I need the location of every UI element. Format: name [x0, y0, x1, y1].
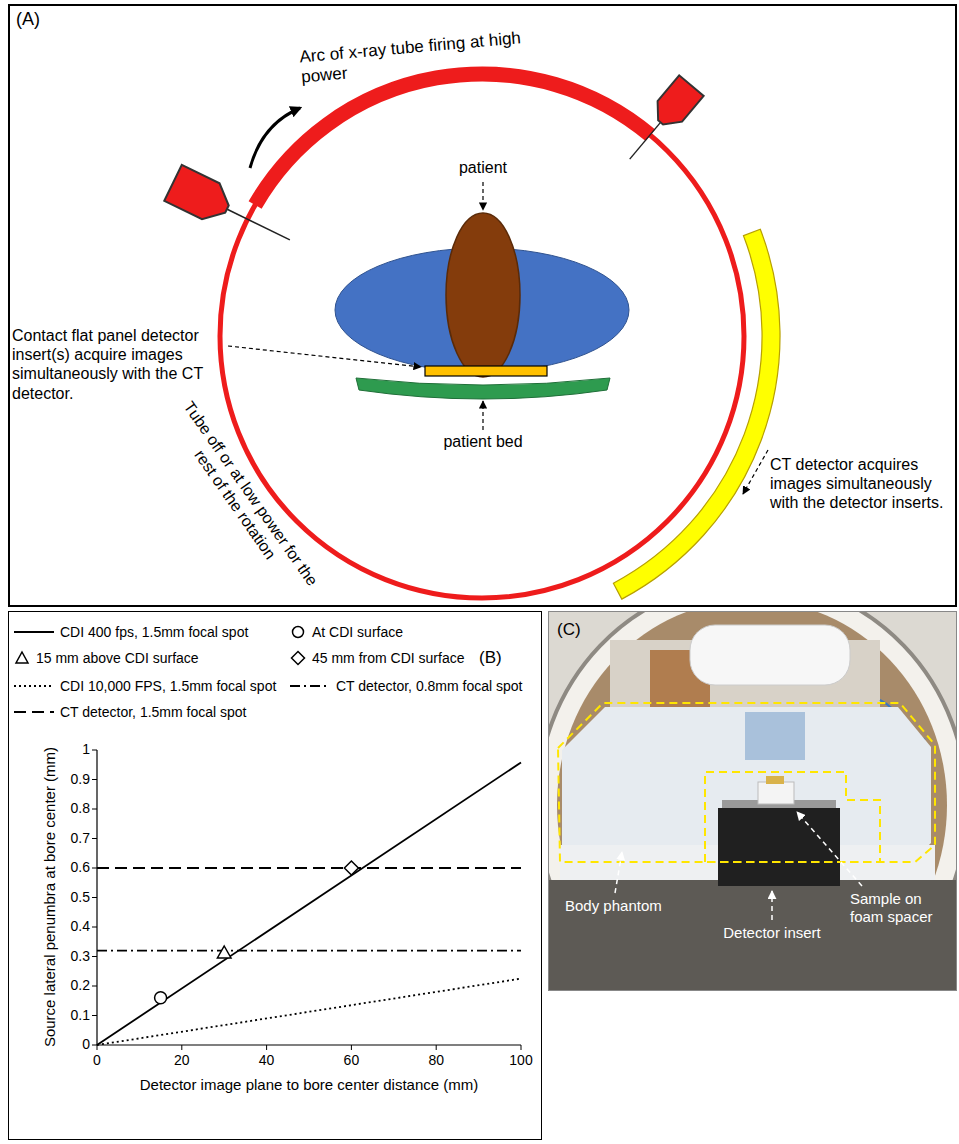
legend-text: At CDI surface — [312, 624, 403, 641]
legend-line — [290, 685, 330, 687]
legend-item: 45 mm from CDI surface — [290, 650, 464, 667]
panel-frame: (A) — [8, 4, 957, 607]
tick-label: 60 — [331, 1052, 371, 1069]
legend-marker — [293, 627, 304, 638]
legend-text: CT detector, 0.8mm focal spot — [336, 678, 523, 695]
callout-text: CT detector acquires images simultaneous… — [770, 455, 948, 513]
tick-label: 100 — [501, 1052, 541, 1069]
legend-sample — [14, 650, 30, 666]
panel-label: (B) — [479, 648, 502, 668]
panel-label: (A) — [16, 9, 40, 31]
legend-item: CT detector, 0.8mm focal spot — [290, 678, 523, 695]
legend-sample — [290, 624, 306, 640]
legend-sample — [290, 650, 306, 666]
tick-label: 40 — [247, 1052, 287, 1069]
axis-title: Source lateral penumbra at bore center (… — [41, 732, 59, 1062]
legend-sample — [14, 704, 54, 720]
legend-line — [14, 685, 54, 687]
photo-label: Sample on foam spacer — [850, 890, 948, 926]
tick-label: 80 — [416, 1052, 456, 1069]
legend-item: CDI 400 fps, 1.5mm focal spot — [14, 624, 248, 641]
legend-text: 45 mm from CDI surface — [312, 650, 464, 667]
legend-text: CT detector, 1.5mm focal spot — [60, 704, 247, 721]
ct-photo — [549, 612, 956, 990]
legend-sample — [14, 678, 54, 694]
legend-text: 15 mm above CDI surface — [36, 650, 199, 667]
xray-tube — [164, 165, 298, 258]
xray-tube — [617, 75, 703, 169]
legend-marker — [292, 652, 305, 665]
legend-item: CDI 10,000 FPS, 1.5mm focal spot — [14, 678, 276, 695]
panel-label: (C) — [557, 620, 581, 640]
legend-item: 15 mm above CDI surface — [14, 650, 199, 667]
legend-text: CDI 10,000 FPS, 1.5mm focal spot — [60, 678, 276, 695]
legend-sample — [290, 678, 330, 694]
chart — [92, 750, 521, 1050]
callout-text: Contact flat panel detector insert(s) ac… — [12, 326, 227, 403]
legend-marker — [16, 652, 28, 663]
legend-item: At CDI surface — [290, 624, 403, 641]
photo-label: Detector insert — [712, 924, 832, 942]
legend-line — [14, 631, 54, 633]
axis-title: Detector image plane to bore center dist… — [109, 1076, 509, 1094]
legend-sample — [14, 624, 54, 640]
callout-text: patient — [448, 158, 518, 177]
photo-label: Body phantom — [565, 897, 675, 915]
tick-label: 0 — [77, 1052, 117, 1069]
callout-text: Tube off or at low power for the rest of… — [161, 393, 325, 605]
legend-item: CT detector, 1.5mm focal spot — [14, 704, 247, 721]
legend-text: CDI 400 fps, 1.5mm focal spot — [60, 624, 248, 641]
callout-text: patient bed — [433, 432, 533, 451]
tick-label: 20 — [162, 1052, 202, 1069]
legend-line — [14, 711, 54, 713]
